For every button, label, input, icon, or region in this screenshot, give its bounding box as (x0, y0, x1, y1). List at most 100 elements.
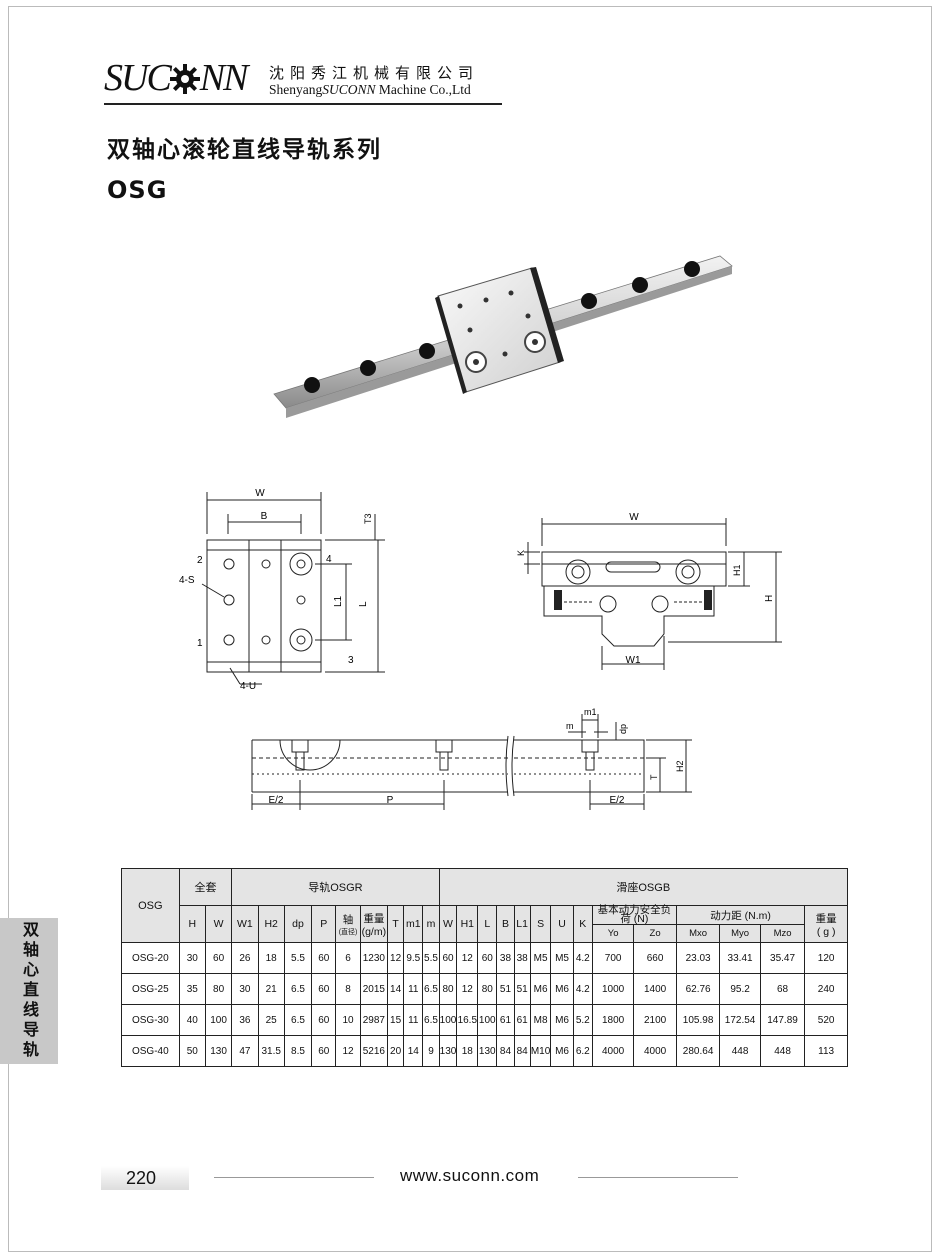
header-rail: 导轨OSGR (231, 868, 440, 906)
table-cell: 11 (403, 973, 424, 1005)
col-t: T (386, 905, 405, 943)
table-cell: 47 (231, 1035, 259, 1067)
col-rail-weight: 重量(g/m) (359, 905, 389, 943)
header-full-set: 全套 (178, 868, 233, 906)
table-cell: M6 (550, 1035, 574, 1067)
table-cell: 84 (496, 1035, 515, 1067)
table-cell: 1230 (359, 942, 389, 974)
table-cell: 18 (456, 1035, 479, 1067)
table-cell: 60 (438, 942, 458, 974)
table-cell: 172.54 (719, 1004, 761, 1036)
table-cell: 38 (513, 942, 531, 974)
table-cell: 60 (311, 973, 337, 1005)
table-cell: 33.41 (719, 942, 761, 974)
col-b: B (496, 905, 515, 943)
top-view-n2-label: 2 (197, 555, 203, 566)
table-cell: 21 (257, 973, 285, 1005)
table-cell: 2987 (359, 1004, 389, 1036)
top-view-n1-label: 1 (197, 638, 203, 649)
table-cell: 80 (477, 973, 498, 1005)
table-cell: M6 (550, 1004, 574, 1036)
table-cell: 20 (386, 1035, 405, 1067)
top-view-n4-label: 4 (326, 554, 332, 565)
table-cell: 18 (257, 942, 285, 974)
table-cell: 62.76 (675, 973, 721, 1005)
model-title: OSG (107, 176, 168, 204)
table-cell: 9.5 (403, 942, 424, 974)
col-w1: W1 (231, 905, 259, 943)
table-cell: M8 (529, 1004, 552, 1036)
col-l: L (477, 905, 498, 943)
col-yo: Yo (591, 924, 635, 943)
table-cell: 105.98 (675, 1004, 721, 1036)
table-cell: 40 (178, 1004, 206, 1036)
table-cell: 9 (422, 1035, 440, 1067)
table-cell: 95.2 (719, 973, 761, 1005)
table-cell: 1800 (591, 1004, 635, 1036)
table-cell: 35 (178, 973, 206, 1005)
table-cell: OSG-40 (121, 1035, 180, 1067)
front-view-w-label: W (629, 512, 639, 523)
table-cell: 16.5 (456, 1004, 479, 1036)
col-w: W (204, 905, 233, 943)
rail-view-m-label: m (566, 721, 574, 731)
table-cell: 12 (386, 942, 405, 974)
website-url: www.suconn.com (400, 1166, 540, 1185)
table-cell: 51 (496, 973, 515, 1005)
col-shaft: 轴(直径) (335, 905, 361, 943)
table-cell: 60 (311, 942, 337, 974)
spec-table: OSG 全套 导轨OSGR 滑座OSGB H W W1 H2 dp P 轴(直径… (121, 868, 849, 1067)
table-cell: 26 (231, 942, 259, 974)
rail-view-m1-label: m1 (584, 707, 597, 717)
col-k: K (572, 905, 593, 943)
table-cell: 130 (438, 1035, 458, 1067)
table-cell: OSG-25 (121, 973, 180, 1005)
table-cell: M6 (529, 973, 552, 1005)
table-cell: 4.2 (572, 973, 593, 1005)
table-cell: 8.5 (283, 1035, 313, 1067)
top-view-u-label: 4-U (240, 681, 256, 692)
table-cell: M10 (529, 1035, 552, 1067)
table-cell: 51 (513, 973, 531, 1005)
table-cell: 448 (759, 1035, 806, 1067)
col-carriage-w: W (438, 905, 458, 943)
table-cell: M6 (550, 973, 574, 1005)
col-h1: H1 (456, 905, 479, 943)
top-view-s-label: 4-S (179, 575, 195, 586)
table-cell: 38 (496, 942, 515, 974)
top-view-t3-label: T3 (363, 513, 373, 524)
table-cell: 80 (438, 973, 458, 1005)
col-load: 基本动力安全负荷 (N) (591, 905, 677, 925)
table-cell: 2100 (633, 1004, 677, 1036)
product-photo (273, 255, 733, 418)
col-mxo: Mxo (675, 924, 721, 943)
table-cell: 6 (335, 942, 361, 974)
table-cell: 60 (311, 1004, 337, 1036)
table-cell: 4.2 (572, 942, 593, 974)
col-myo: Myo (719, 924, 761, 943)
front-view-k-label: K (516, 550, 526, 556)
col-dp: dp (283, 905, 313, 943)
table-cell: 68 (759, 973, 806, 1005)
col-h: H (178, 905, 206, 943)
front-view-h1-label: H1 (732, 564, 742, 576)
table-cell: M5 (529, 942, 552, 974)
rail-view-p-label: P (387, 795, 394, 806)
page-border (8, 6, 932, 1252)
top-view-l-label: L (358, 601, 369, 607)
rail-view-dp-label: dp (618, 724, 628, 734)
front-view-h-label: H (764, 595, 775, 602)
table-cell: 4000 (633, 1035, 677, 1067)
table-cell: 60 (477, 942, 498, 974)
table-cell: 60 (311, 1035, 337, 1067)
series-title: 双轴心滚轮直线导轨系列 (107, 137, 382, 163)
table-cell: 31.5 (257, 1035, 285, 1067)
table-cell: 30 (178, 942, 206, 974)
top-view-n3-label: 3 (348, 655, 354, 666)
table-cell: 4000 (591, 1035, 635, 1067)
